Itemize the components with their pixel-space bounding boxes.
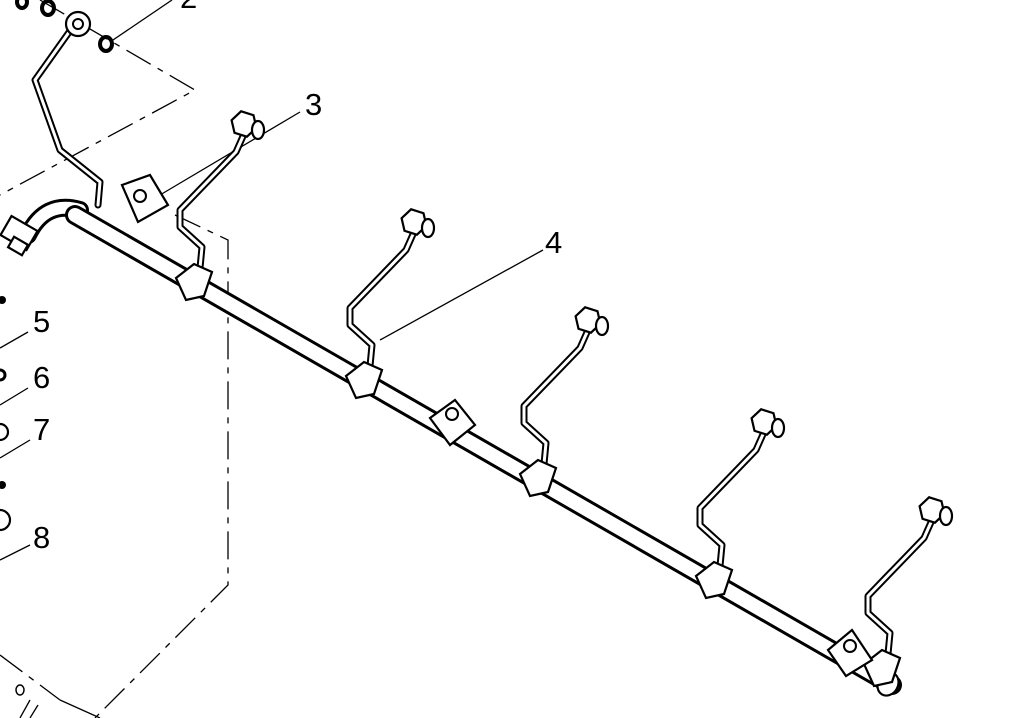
- hex-nut: [230, 110, 258, 138]
- leader-lines: [0, 0, 544, 561]
- banjo-fitting: [64, 10, 92, 38]
- tee-fitting: [862, 648, 902, 688]
- tee-fitting: [174, 262, 214, 302]
- callout-2: 2: [180, 0, 197, 15]
- injector-line: [862, 496, 954, 688]
- tee-fitting: [344, 360, 384, 400]
- injector-line: [518, 306, 610, 498]
- washer: [15, 0, 29, 10]
- phantom-outline: [0, 0, 229, 718]
- hex-nut: [750, 408, 778, 436]
- hex-nut: [400, 208, 428, 236]
- hex-nut: [574, 306, 602, 334]
- tee-fitting: [694, 560, 734, 600]
- callout-6: 6: [33, 360, 50, 395]
- clamp: [120, 173, 874, 678]
- callout-7: 7: [33, 412, 50, 447]
- injector-line: [174, 110, 266, 302]
- feed-tube: [15, 0, 114, 209]
- injector-line: [694, 408, 786, 600]
- callout-5: 5: [33, 304, 50, 339]
- callout-3: 3: [305, 87, 322, 122]
- injector-line: [344, 208, 436, 400]
- washer: [40, 0, 56, 17]
- tee-fitting: [518, 458, 558, 498]
- callout-4: 4: [545, 225, 562, 260]
- hardware-column: [0, 296, 101, 718]
- washer: [98, 35, 114, 53]
- hex-nut: [918, 496, 946, 524]
- callout-8: 8: [33, 520, 50, 555]
